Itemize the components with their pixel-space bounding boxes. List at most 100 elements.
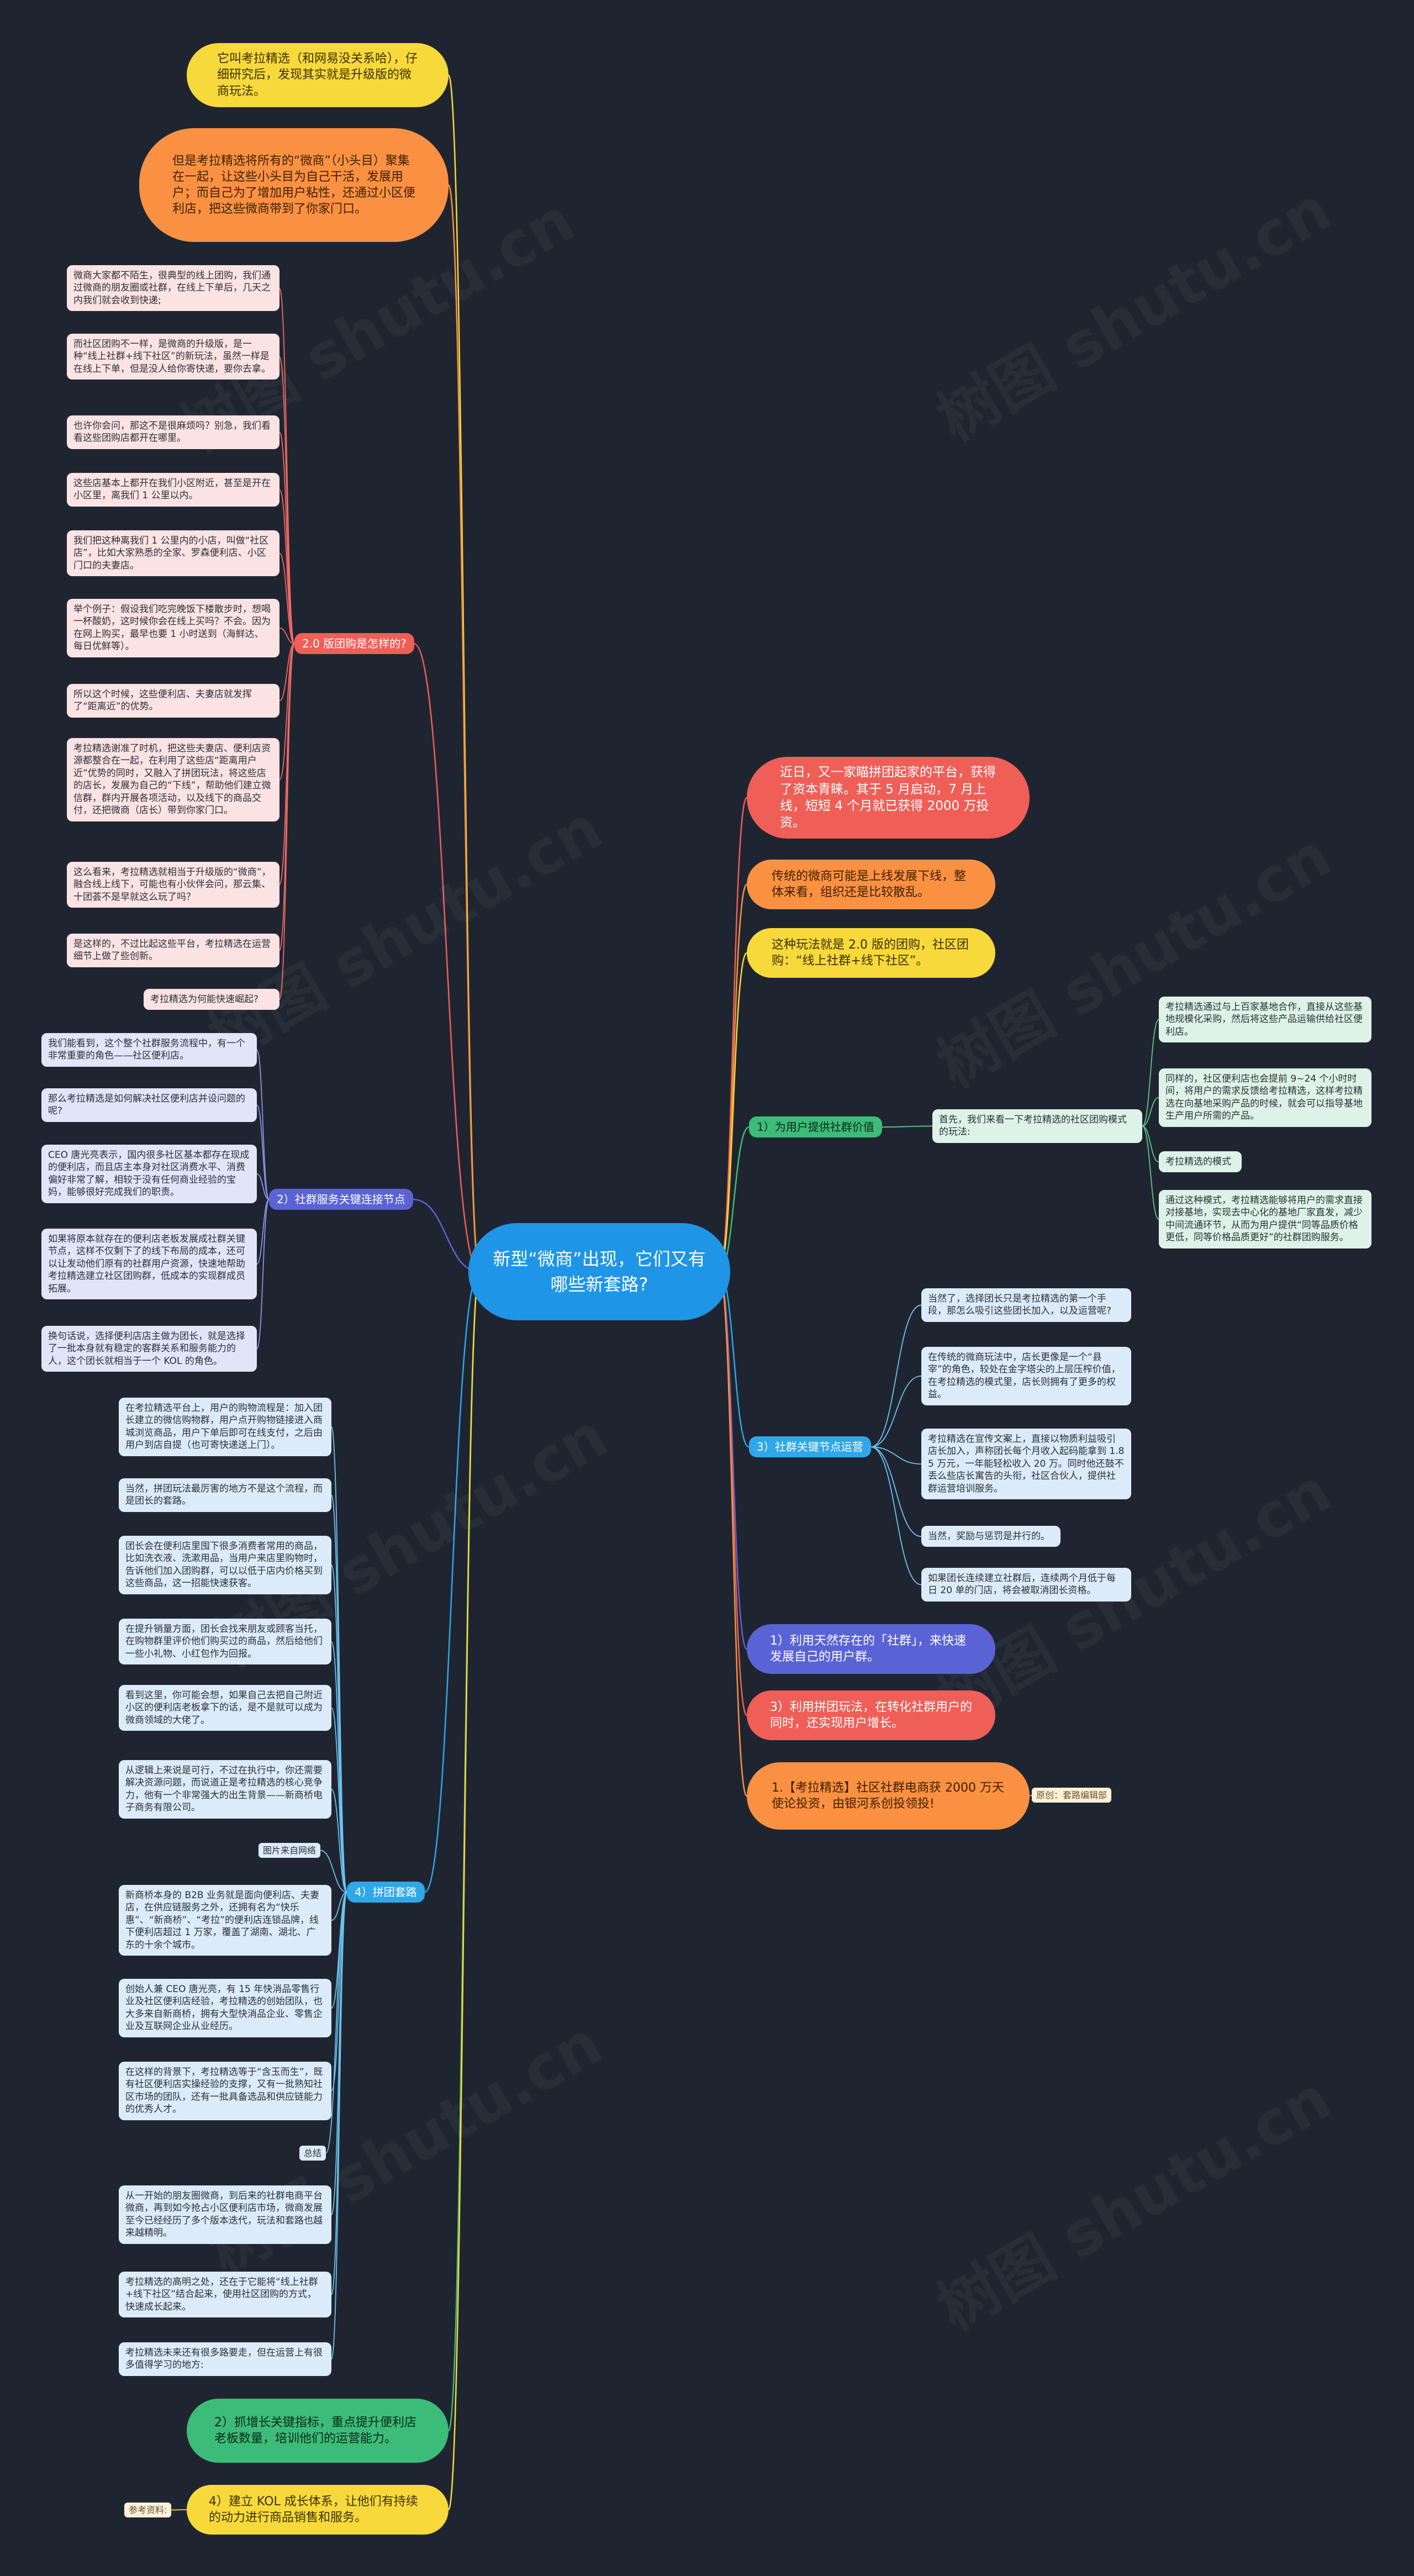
list-item: 考拉精选的高明之处，还在于它能将“线上社群+线下社区”结合起来，使用社区团购的方… (119, 2272, 331, 2318)
connector-line (279, 643, 295, 781)
list-item: 是这样的，不过比起这些平台，考拉精选在运营细节上做了些创新。 (67, 934, 279, 967)
list-item: 同样的，社区便利店也会提前 9~24 个小时时间，将用户的需求反馈给考拉精选，这… (1159, 1068, 1371, 1127)
growth-kpi-bubble[interactable]: 2）抓增长关键指标，重点提升便利店老板数量，培训他们的运营能力。 (187, 2399, 449, 2463)
list-item: 换句话说，选择便利店店主做为团长，就是选择了一批本身就有稳定的客群关系和服务能力… (41, 1326, 257, 1372)
connector-line (256, 1199, 270, 1350)
list-item: 考拉精选的模式 (1159, 1151, 1242, 1173)
list-item: 如果将原本就存在的便利店老板发展成社群关键节点，这样不仅剩下了的线下布局的成本，… (41, 1229, 257, 1300)
list-item: 新商桥本身的 B2B 业务就是面向便利店、夫妻店，在供应链服务之外，还拥有名为“… (119, 1885, 331, 1956)
list-item: 考拉精选通过与上百家基地合作，直接从这些基地规模化采购，然后将这些产品运输供给社… (1159, 997, 1371, 1043)
connector-line (870, 1446, 922, 1585)
kol-bubble[interactable]: 4）建立 KOL 成长体系，让他们有持续的动力进行商品销售和服务。 (187, 2485, 449, 2535)
list-item: 考拉精选为何能快速崛起? (144, 989, 279, 1010)
connector-line (279, 643, 295, 702)
list-item: 看到这里，你可能会想，如果自己去把自己附近小区的便利店老板拿下的话，是不是就可以… (119, 1685, 331, 1731)
connector-line (424, 1271, 480, 1893)
list-item: 举个例子：假设我们吃完晚饭下楼散步时，想喝一杯酸奶，这时候你会在线上买吗？不会。… (67, 599, 279, 657)
connector-line (256, 1173, 270, 1200)
list-item: 考拉精选谢准了时机，把这些夫妻店、便利店资源都整合在一起，在利用了这些店“距离用… (67, 738, 279, 821)
list-item: 在考拉精选平台上，用户的购物流程是：加入团长建立的微信购物群，用户点开购物链接进… (119, 1398, 331, 1456)
branch-user-value[interactable]: 1）为用户提供社群价值 (749, 1116, 882, 1138)
connector-line (279, 552, 295, 645)
connector-line (870, 1304, 922, 1448)
connector-line (718, 952, 748, 1273)
summary-tag: 总结 (299, 2146, 326, 2161)
connector-line (331, 1892, 347, 2360)
connector-line (718, 1271, 748, 1797)
news-bubble[interactable]: 近日，又一家瞄拼团起家的平台，获得了资本青睐。其于 5 月启动，7 月上线，短短… (747, 757, 1030, 839)
list-item: 从逻辑上来说是可行，不过在执行中，你还需要解决资源问题，而说道正是考拉精选的核心… (119, 1760, 331, 1819)
list-item: 考拉精选未来还有很多路要走，但在运营上有很多值得学习的地方: (119, 2342, 331, 2376)
connector-line (331, 1788, 347, 1893)
list-item: 在这样的背景下，考拉精选等于“含玉而生”，既有社区便利店实操经验的支撑，又有一批… (119, 2062, 331, 2120)
list-item: 通过这种模式，考拉精选能够将用户的需求直接对接基地，实现去中心化的基地厂家直发，… (1159, 1190, 1371, 1249)
list-item: 考拉精选在宣传文案上，直接以物质利益吸引店长加入，声称团长每个月收入起码能拿到 … (921, 1429, 1131, 1500)
list-item: 微商大家都不陌生，很典型的线上团购，我们通过微商的朋友圈或社群，在线上下单后，几… (67, 265, 279, 312)
funding-reference-bubble[interactable]: 1.【考拉精选】社区社群电商获 2000 万天使论投资，由银河系创投领投! (747, 1762, 1030, 1830)
traditional-bubble[interactable]: 传统的微商可能是上线发展下线，整体来看，组织还是比较散乱。 (747, 860, 995, 909)
list-item: 当然，奖励与惩罚是并行的。 (921, 1526, 1060, 1547)
connector-note: 首先，我们来看一下考拉精选的社区团购模式的玩法: (932, 1109, 1142, 1143)
connector-line (256, 1199, 270, 1265)
connector-line (882, 1125, 933, 1128)
connector-line (447, 184, 481, 1273)
image-source-tag: 图片来自网络 (258, 1843, 321, 1858)
connector-line (256, 1104, 270, 1200)
connector-line (279, 627, 295, 645)
connector-line (279, 643, 295, 1000)
connector-line (279, 643, 295, 886)
connector-line (1142, 1125, 1159, 1163)
connector-line (1142, 1125, 1159, 1220)
play-bubble[interactable]: 这种玩法就是 2.0 版的团购，社区团购：“线上社群+线下社区”。 (747, 928, 995, 978)
connector-line (256, 1049, 270, 1200)
branch-community-service[interactable]: 2）社群服务关键连接节点 (269, 1189, 413, 1210)
connector-line (870, 1375, 922, 1448)
list-item: 从一开始的朋友圈微商，到后来的社群电商平台微商，再到如今抢占小区便利店市场，微商… (119, 2185, 331, 2244)
list-item: 团长会在便利店里囤下很多消费者常用的商品，比如洗衣液、洗漱用品，当用户来店里购物… (119, 1536, 331, 1594)
connector-line (718, 1271, 748, 1650)
list-item: 当然了，选择团长只是考拉精选的第一个手段，那怎么吸引这些团长加入，以及运营呢? (921, 1288, 1131, 1322)
list-item: 所以这个时候，这些便利店、夫妻店就发挥了“距离近”的优势。 (67, 684, 279, 718)
connector-line (414, 642, 480, 1273)
list-item: 而社区团购不一样，是微商的升级版，是一种“线上社群+线下社区”的新玩法，虽然一样… (67, 334, 279, 380)
connector-line (1142, 1097, 1159, 1127)
intro-bubble[interactable]: 它叫考拉精选（和网易没关系哈），仔细研究后，发现其实就是升级版的微商玩法。 (187, 43, 449, 107)
connector-line (870, 1446, 922, 1465)
connector-line (447, 1271, 481, 2511)
list-item: 那么考拉精选是如何解决社区便利店并设问题的呢? (41, 1088, 257, 1122)
groupbuy-growth-bubble[interactable]: 3）利用拼团玩法，在转化社群用户的同时，还实现用户增长。 (747, 1690, 995, 1740)
list-item: 创始人兼 CEO 唐光亮，有 15 年快消品零售行业及社区便利店经验，考拉精选的… (119, 1979, 331, 2037)
list-item: 当然，拼团玩法最厉害的地方不是这个流程，而是团长的套路。 (119, 1478, 331, 1512)
connector-line (331, 1426, 347, 1893)
branch-2-0-groupbuy[interactable]: 2.0 版团购是怎样的? (294, 633, 414, 655)
connector-line (279, 489, 295, 645)
summary-bubble[interactable]: 但是考拉精选将所有的“微商”（小头目）聚集在一起，让这些小头目为自己干活，发展用… (139, 128, 449, 242)
connector-line (870, 1446, 922, 1537)
list-item: 我们把这种离我们 1 公里内的小店，叫做“社区店”，比如大家熟悉的全家、罗森便利… (67, 530, 279, 577)
connector-line (1029, 1794, 1032, 1797)
list-item: 如果团长连续建立社群后，连续两个月低于每日 20 单的门店，将会被取消团长资格。 (921, 1568, 1131, 1602)
connector-line (279, 643, 295, 951)
list-item: 这么看来，考拉精选就相当于升级版的“微商”，融合线上线下，可能也有小伙伴会问，那… (67, 862, 279, 908)
connector-line (718, 797, 748, 1273)
connector-line (718, 1271, 748, 1716)
reference-tag: 参考资料: (124, 2503, 172, 2518)
connector-line (1142, 1019, 1159, 1127)
list-item: 我们能看到，这个整个社群服务流程中，有一个非常重要的角色——社区便利店。 (41, 1033, 257, 1067)
source-tag: 原创：套路编辑部 (1032, 1788, 1112, 1803)
connector-line (331, 1707, 347, 1893)
connector-line (331, 1892, 347, 1921)
list-item: 在提升销量方面，团长会找来朋友或顾客当托，在购物群里评价他们购买过的商品，然后给… (119, 1619, 331, 1665)
community-users-bubble[interactable]: 1）利用天然存在的「社群」，来快速发展自己的用户群。 (747, 1624, 995, 1674)
branch-key-node-operation[interactable]: 3）社群关键节点运营 (749, 1436, 871, 1458)
list-item: CEO 唐光亮表示，国内很多社区基本都存在现成的便利店，而且店主本身对社区消费水… (41, 1145, 257, 1203)
list-item: 也许你会问，那这不是很麻烦吗？别急，我们看看这些团购店都开在哪里。 (67, 415, 279, 449)
connector-line (320, 1850, 347, 1893)
connector-line (325, 1892, 347, 2154)
list-item: 在传统的微商玩法中，店长更像是一个“县宰”的角色，较处在金字塔尖的上层压榨价值，… (921, 1347, 1131, 1405)
branch-groupbuy-tricks[interactable]: 4）拼团套路 (347, 1882, 425, 1903)
root-node[interactable]: 新型“微商”出现，它们又有哪些新套路? (468, 1223, 730, 1320)
list-item: 这些店基本上都开在我们小区附近，甚至是开在小区里，离我们 1 公里以内。 (67, 473, 279, 507)
